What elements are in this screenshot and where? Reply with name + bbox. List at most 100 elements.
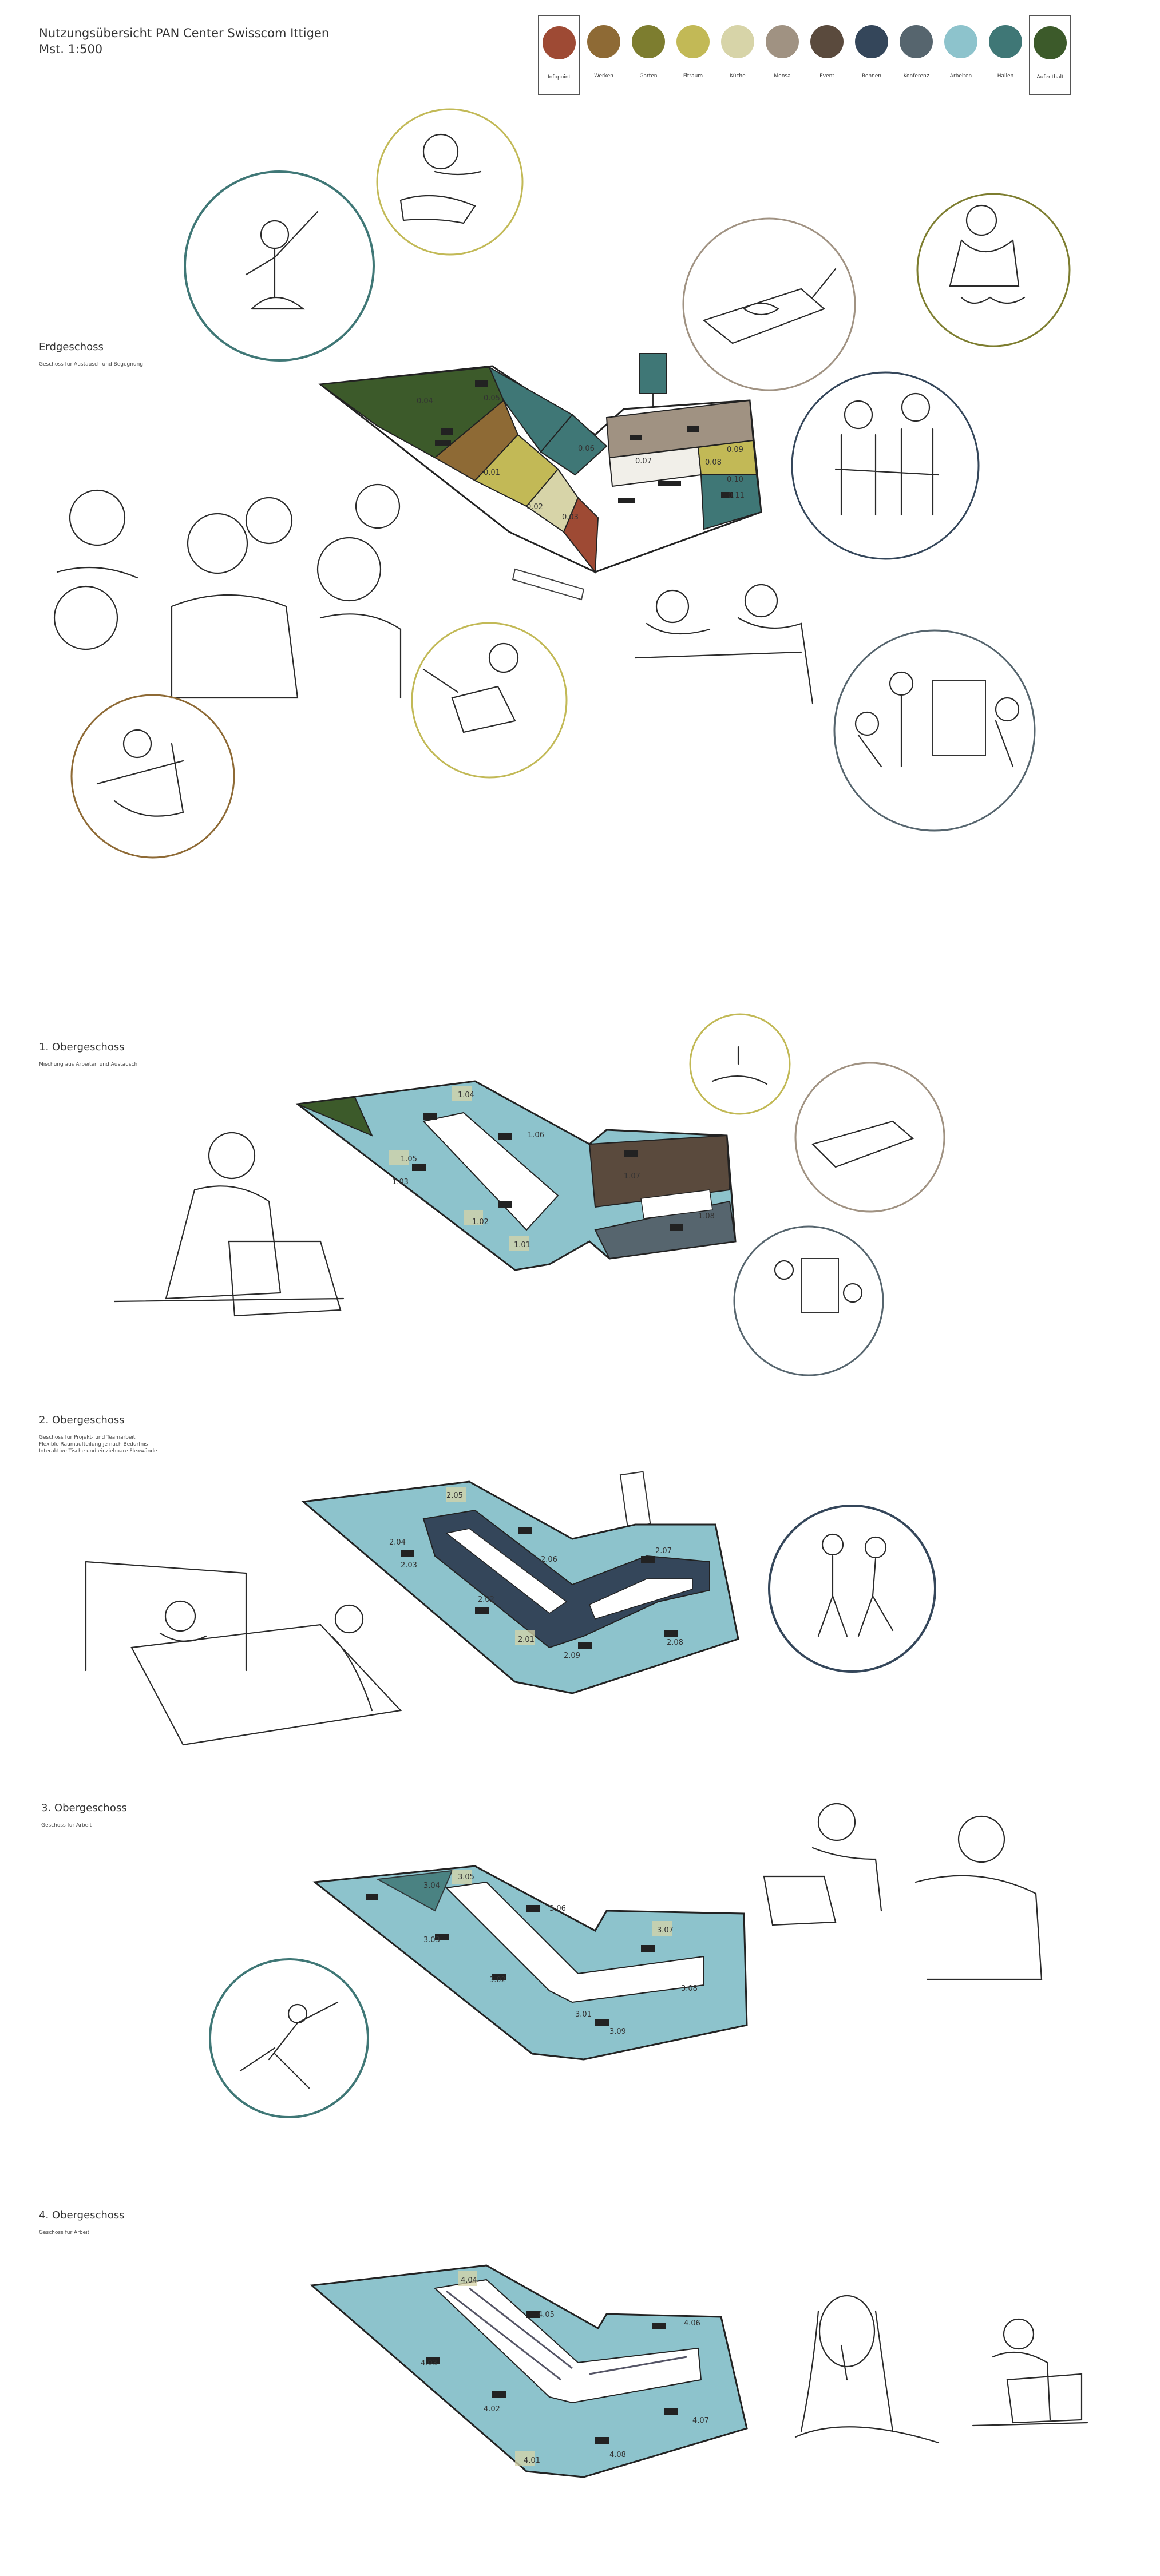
group-illustration (53, 483, 402, 699)
legend-item: Konferenz (895, 15, 937, 95)
floor-subtitle: Mischung aus Arbeiten und Austausch (39, 1062, 138, 1067)
room-number: 2.04 (389, 1538, 406, 1547)
legend-label: Werken (594, 73, 613, 79)
room-number: 0.04 (417, 397, 433, 406)
legend-swatch (855, 25, 888, 58)
laptop-man-illustration (113, 1132, 345, 1317)
title-text: Nutzungsübersicht PAN Center Swisscom It… (39, 26, 330, 40)
laptop-worker-illustration (972, 2318, 1088, 2427)
room-number: 3.05 (458, 1873, 474, 1882)
pizza-small-illustration (794, 1062, 945, 1213)
legend-label: Hallen (997, 73, 1014, 79)
room-number: 3.09 (609, 2027, 626, 2036)
page-title: Nutzungsübersicht PAN Center Swisscom It… (39, 25, 329, 57)
legend-label: Arbeiten (949, 73, 972, 79)
room-number: 2.05 (446, 1491, 463, 1500)
floor-title: Erdgeschoss (39, 341, 104, 353)
room-infopoint (563, 497, 599, 574)
room-number: 1.03 (392, 1178, 409, 1186)
legend-item: Aufenthalt (1029, 15, 1071, 95)
room-number: 1.05 (401, 1155, 417, 1164)
painting-illustration (376, 108, 524, 256)
legend-swatch (1034, 26, 1067, 59)
room-number: 0.03 (562, 513, 579, 522)
laptop-people-illustration (763, 1803, 1043, 1980)
legend-item: Garten (627, 15, 670, 95)
legend-item: Werken (583, 15, 625, 95)
running-illustration (768, 1505, 936, 1673)
room-number: 4.01 (524, 2456, 540, 2465)
legend-swatch (944, 25, 977, 58)
legend-swatch (543, 26, 576, 59)
pizza-illustration (682, 217, 856, 391)
room-number: 1.04 (458, 1091, 474, 1100)
room-number: 0.09 (727, 446, 743, 454)
legend-label: Infopoint (548, 74, 571, 80)
floor-title: 1. Obergeschoss (39, 1041, 125, 1053)
room-number: 4.04 (461, 2276, 477, 2285)
room-number: 3.04 (423, 1882, 440, 1890)
legend-label: Rennen (861, 73, 882, 79)
room-number: 0.01 (484, 469, 500, 477)
room-number: 2.07 (655, 1547, 672, 1555)
legend-label: Mensa (774, 73, 791, 79)
legend-label: Aufenthalt (1036, 74, 1064, 80)
room-number: 2.02 (478, 1595, 494, 1604)
room-number: 0.08 (705, 458, 722, 467)
legend-item: Rennen (850, 15, 893, 95)
legend-item: Küche (716, 15, 759, 95)
legend-item: Arbeiten (940, 15, 982, 95)
room-number: 2.06 (541, 1555, 557, 1564)
room-number: 2.03 (401, 1561, 417, 1570)
floor-eg-heading: Erdgeschoss Geschoss für Austausch und B… (39, 341, 143, 368)
gardening-illustration (916, 193, 1071, 347)
climbing-illustration (209, 1958, 369, 2118)
room-number: 1.08 (698, 1212, 715, 1221)
room-number: 3.02 (489, 1976, 506, 1984)
floor-4og-heading: 4. Obergeschoss Geschoss für Arbeit (39, 2209, 125, 2236)
teamwork-table-illustration (85, 1561, 402, 1746)
legend-item: Infopoint (538, 15, 580, 95)
room-number: 0.02 (526, 503, 543, 511)
room-number: 2.09 (564, 1652, 580, 1660)
legend-swatch (721, 25, 754, 58)
legend-swatch (632, 25, 665, 58)
room-number: 3.07 (657, 1926, 674, 1935)
room-number: 4.08 (609, 2451, 626, 2459)
room-number: 1.02 (472, 1218, 489, 1227)
room-number: 3.06 (549, 1904, 566, 1913)
room-number: 0.11 (728, 491, 745, 500)
presentation-small-illustration (733, 1225, 884, 1376)
music-illustration (791, 371, 980, 560)
yoga-illustration (184, 170, 375, 362)
floor-subtitle: Geschoss für Austausch und Begegnung (39, 362, 144, 367)
legend-swatch (989, 25, 1022, 58)
desk-talk-illustration (634, 584, 814, 705)
sign-block (639, 353, 667, 394)
room-number: 4.02 (484, 2405, 500, 2414)
legend-item: Event (806, 15, 848, 95)
legend-swatch (587, 25, 620, 58)
presentation-illustration (833, 629, 1036, 832)
drawing-illustration (411, 622, 568, 779)
floor-subtitle: Geschoss für Arbeit (41, 1823, 92, 1828)
floor-title: 2. Obergeschoss (39, 1414, 125, 1426)
room-number: 2.01 (518, 1636, 535, 1644)
room-hallen-2 (540, 414, 608, 476)
room-number: 1.07 (624, 1172, 640, 1181)
room-number: 0.10 (727, 475, 743, 484)
legend-swatch (676, 25, 710, 58)
room-number: 2.08 (667, 1638, 683, 1647)
legend-item: Fitraum (672, 15, 714, 95)
